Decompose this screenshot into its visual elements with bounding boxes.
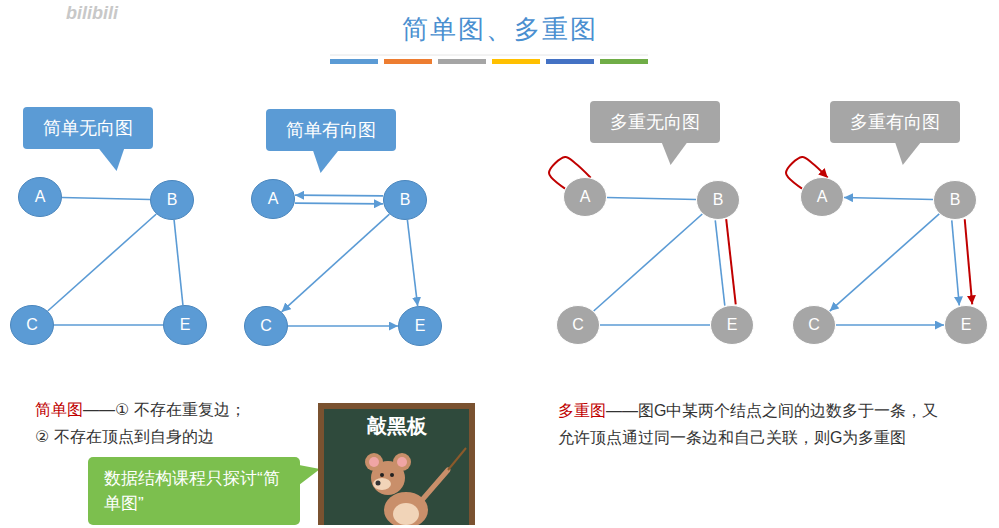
directed-arc xyxy=(282,214,390,312)
node-text: 敲黑板 xyxy=(318,403,475,440)
directed-arc xyxy=(830,214,939,311)
directed-arc xyxy=(288,325,398,327)
graph-edge xyxy=(62,198,150,200)
vertex-circle: E xyxy=(710,305,754,345)
node-text: A xyxy=(18,177,62,217)
color-bar xyxy=(492,59,540,64)
vertex-circle: A xyxy=(563,177,607,217)
color-bar xyxy=(546,59,594,64)
callout-bubble: 数据结构课程只探讨“简单图” xyxy=(88,457,300,525)
node-text: A xyxy=(800,177,844,217)
text-line: bilibili xyxy=(66,0,118,27)
term-name: 简单图 xyxy=(35,401,83,418)
graph-edge xyxy=(594,214,703,311)
directed-arc xyxy=(965,219,972,304)
watermark: bilibili xyxy=(66,3,118,23)
node-text: C xyxy=(556,305,600,345)
node-text: A xyxy=(251,179,295,219)
definition-text: ——图G中某两个结点之间的边数多于一条，又允许顶点通过同一条边和自己关联，则G为… xyxy=(558,402,938,446)
callout-bubble: 多重有向图 xyxy=(830,101,960,187)
color-bar xyxy=(384,59,432,64)
callout-bubble: 简单有向图 xyxy=(266,109,396,195)
directed-arc xyxy=(844,197,933,199)
text-line: ② 不存在顶点到自身的边 xyxy=(35,423,214,450)
vertex-circle: B xyxy=(383,180,427,220)
node-shape xyxy=(88,457,300,525)
graph-edge xyxy=(174,220,183,305)
directed-arc xyxy=(836,324,944,326)
node-text: B xyxy=(933,180,977,220)
node-text: C xyxy=(10,305,54,345)
node-text: E xyxy=(163,305,207,345)
vertex-circle: E xyxy=(398,306,442,346)
blackboard-picture: 敲黑板 xyxy=(318,403,475,525)
vertex-circle: A xyxy=(18,177,62,217)
node-text: E xyxy=(944,305,988,345)
color-bar xyxy=(600,59,648,64)
color-bar xyxy=(330,59,378,64)
graph-edge xyxy=(48,214,157,311)
term-name: 多重图 xyxy=(558,402,606,419)
definition-text: ② 不存在顶点到自身的边 xyxy=(35,428,214,445)
vertex-circle: C xyxy=(244,306,288,346)
directed-arc xyxy=(295,194,383,196)
text-line: 简单图——① 不存在重复边； xyxy=(35,396,246,423)
node-text: B xyxy=(696,180,740,220)
directed-arc xyxy=(295,202,383,204)
vertex-circle: E xyxy=(163,305,207,345)
vertex-circle: C xyxy=(792,305,836,345)
vertex-circle: A xyxy=(251,179,295,219)
callout-bubble: 多重无向图 xyxy=(590,101,720,187)
vertex-circle: B xyxy=(150,180,194,220)
vertex-circle: B xyxy=(696,180,740,220)
graph-edge xyxy=(54,324,163,326)
title-rule xyxy=(330,55,648,56)
color-bar xyxy=(438,59,486,64)
directed-arc xyxy=(952,220,959,305)
node-text: 多重无向图 xyxy=(590,101,720,143)
node-text: 简单有向图 xyxy=(266,109,396,151)
vertex-circle: B xyxy=(933,180,977,220)
node-text: 多重有向图 xyxy=(830,101,960,143)
node-text: E xyxy=(710,305,754,345)
graph-edge xyxy=(715,220,725,305)
directed-arc xyxy=(407,220,417,306)
node-text: 简单无向图 xyxy=(23,107,153,149)
node-text: B xyxy=(150,180,194,220)
node-text: C xyxy=(244,306,288,346)
vertex-circle: E xyxy=(944,305,988,345)
definition-text: ——① 不存在重复边； xyxy=(83,401,246,418)
graph-edge xyxy=(726,219,736,304)
node-text: E xyxy=(398,306,442,346)
vertex-circle: A xyxy=(800,177,844,217)
graph-edge xyxy=(607,197,696,199)
node-text: B xyxy=(383,180,427,220)
node-text: 数据结构课程只探讨“简单图” xyxy=(88,457,300,525)
graph-edge xyxy=(600,324,710,326)
node-text: A xyxy=(563,177,607,217)
text-line: 多重图——图G中某两个结点之间的边数多于一条，又允许顶点通过同一条边和自己关联，… xyxy=(558,397,953,451)
vertex-circle: C xyxy=(10,305,54,345)
vertex-circle: C xyxy=(556,305,600,345)
page-title: 简单图、多重图 xyxy=(0,12,999,47)
node-text: C xyxy=(792,305,836,345)
